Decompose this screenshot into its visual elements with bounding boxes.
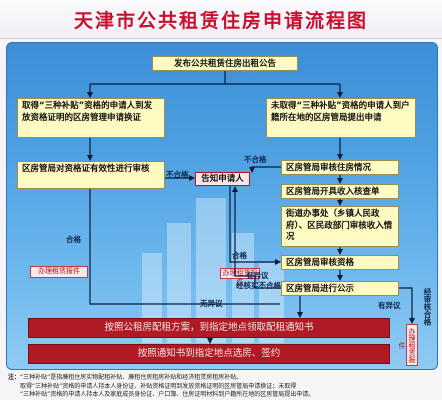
node-audit-qualification: 区房管局审核资格 <box>281 255 399 270</box>
node-notify-applicant: 告知申请人 <box>195 172 250 186</box>
node-left-verify: 区房管局对资格证有效性进行审核 <box>17 161 165 189</box>
note-line-3: “三种补贴”资格的申请人持本人及家庭成员身份证、户口簿、住房证明材料到户籍所在地… <box>20 391 315 398</box>
label-right-objection: 有异议 <box>378 301 401 310</box>
node-income-form: 区房管局开具收入核查单 <box>281 184 399 199</box>
note-line-2: 取得“三种补贴”资格的申请人持本人身份证、补贴资格证明到发放资格证明的区房管局申… <box>20 382 297 390</box>
footnotes: 注：“三种补贴”是指廉租住房实物配租补贴、廉租住房租房补贴和经济租赁房租房补贴。… <box>8 374 438 400</box>
label-right-verified-qualified: 经审核合格 <box>423 288 432 326</box>
label-qualified-left: 合格 <box>66 235 81 244</box>
label-objection: 有异议 <box>246 271 269 280</box>
label-unqualified-left: 不合格 <box>166 170 189 179</box>
bar-select-sign: 按照通知书到指定地点选房、签约 <box>28 344 390 364</box>
node-left-obtained: 取得“三种补贴”资格的申请人到发放资格证明的区房管理申请换证 <box>17 98 165 138</box>
label-verified-unqualified: 经核实不合格 <box>236 281 281 290</box>
node-announce: 发布公共租赁住房出租公告 <box>152 56 298 71</box>
title-bar: 天津市公共租赁住房申请流程图 <box>0 0 442 39</box>
tag-right-proc: 办理租赁报件 <box>398 324 418 366</box>
tag-left-proc: 办理租赁报件 <box>30 266 88 278</box>
bar-pickup-notice: 按照公租房配租方案，到指定地点领取配租通知书 <box>28 318 390 338</box>
page-title: 天津市公共租赁住房申请流程图 <box>73 10 368 32</box>
label-no-objection: 无异议 <box>200 299 223 308</box>
node-check-housing: 区房管局审核住房情况 <box>281 160 399 175</box>
note-line-1: 注：“三种补贴”是指廉租住房实物配租补贴、廉租住房租房补贴和经济租赁房租房补贴。 <box>8 374 243 381</box>
label-unqualified-top: 不合格 <box>244 155 267 164</box>
node-street-office: 街道办事处（乡镇人民政府）、区民政部门审核收入情况 <box>281 206 399 247</box>
label-qualified-mid: 合格 <box>232 251 247 260</box>
node-right-not-obtained: 未取得“三种补贴”资格的申请人到户籍所在地的区房管局提出申请 <box>266 98 416 138</box>
node-publicize: 区房管局进行公示 <box>281 281 399 296</box>
